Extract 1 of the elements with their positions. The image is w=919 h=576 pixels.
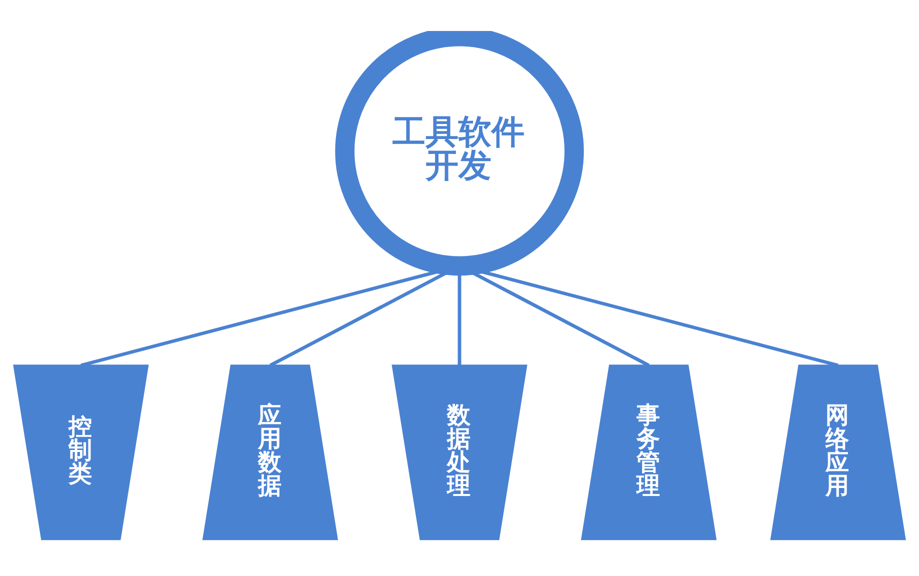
node-circle: 工具软件开发 bbox=[335, 31, 584, 276]
